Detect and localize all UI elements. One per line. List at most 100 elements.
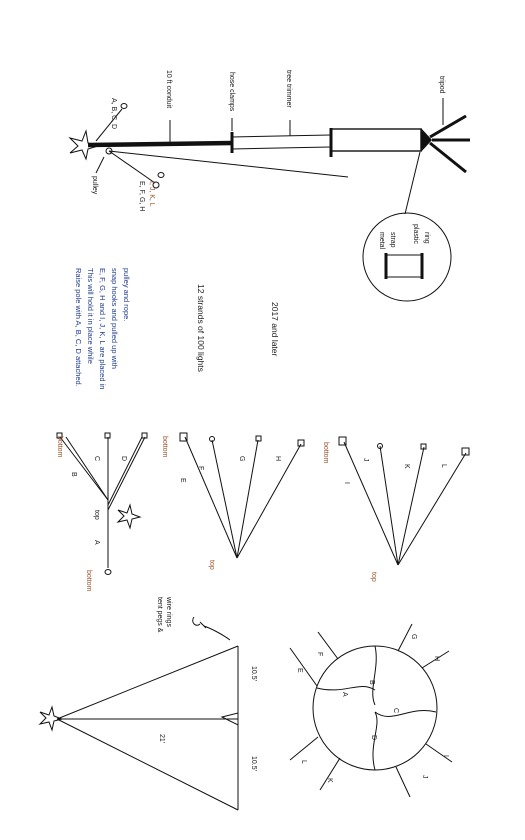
star-icon — [68, 129, 100, 161]
efgh-bulb-3 — [255, 435, 262, 442]
ijkl-strand-1 — [343, 441, 399, 566]
ijkl-bottom: bottom — [322, 442, 329, 464]
instruction-line-4: snap hooks and pulled up with — [110, 268, 119, 369]
abcd-b-strand — [65, 436, 109, 501]
circle-letter-j: J — [421, 775, 428, 779]
circle-letter-e: E — [296, 668, 303, 673]
lower-section — [330, 128, 422, 152]
peg-hook-icon — [192, 616, 207, 629]
ijkl-letter-l: L — [440, 464, 447, 468]
year-label: 2017 and later — [270, 302, 280, 357]
abcd-ring-line — [95, 108, 123, 142]
ijkl-letter-k: K — [403, 464, 410, 469]
efgh-top: top — [208, 560, 215, 570]
ijkl-ring — [157, 172, 165, 178]
circle-letter-i: I — [442, 755, 449, 757]
efgh-label: E, F, G, H — [138, 181, 145, 211]
efgh-ring — [152, 181, 160, 189]
circle-letter-b: B — [368, 680, 375, 685]
ring-label: ring — [423, 232, 430, 244]
efgh-letter-h: H — [274, 456, 281, 461]
spoke-h — [421, 650, 450, 669]
bulb-2 — [104, 432, 111, 439]
hose-clamps-label: hose clamps — [228, 72, 235, 112]
spoke-j — [395, 766, 411, 798]
strap-ring-box — [385, 254, 423, 278]
circle-layout: A B C D E F G H I J K L — [289, 623, 453, 798]
tree-trimmer-label: tree trimmer — [285, 70, 292, 108]
tripod — [421, 128, 432, 152]
ijkl-strand-2 — [379, 445, 399, 566]
abcd-bottom-right: bottom — [56, 436, 63, 458]
abcd-d-strand — [107, 436, 146, 511]
abcd-c-strand-2 — [107, 436, 143, 506]
efgh-letter-f: F — [197, 466, 204, 470]
circle-letter-k: K — [326, 778, 333, 783]
tripod-leg-top — [429, 114, 467, 139]
trimmer-bottom-edge — [231, 146, 331, 150]
abcd-letter-b: B — [70, 472, 77, 477]
pulley-rope-return — [108, 150, 156, 184]
spoke-g — [397, 623, 413, 652]
tripod-leg-bottom — [429, 141, 467, 174]
ijkl-top: top — [370, 572, 377, 582]
instruction-line-2: This will hold it in place while — [86, 268, 95, 364]
strands-label: 12 strands of 100 lights — [196, 284, 206, 372]
efgh-bulb-2 — [209, 436, 215, 442]
circle-letter-f: F — [316, 652, 323, 656]
metal-label: metal — [378, 232, 385, 250]
efgh-letter-g: G — [238, 456, 245, 461]
efgh-hook-icon — [179, 432, 188, 442]
conduit-pole — [87, 140, 233, 148]
pulley-label: pulley — [91, 176, 98, 195]
spoke-l — [289, 736, 319, 761]
instructions: Raise pole with A, B, C, D attached. Thi… — [74, 268, 280, 389]
peg-note-line-2: wire rings — [165, 596, 172, 627]
trimmer-top-edge — [231, 134, 331, 138]
bulb-3 — [141, 432, 148, 439]
ijkl-strand-3 — [397, 446, 425, 566]
efgh-strand-1 — [184, 436, 238, 559]
ijkl-strand-4 — [397, 452, 467, 566]
spoke-i — [425, 743, 453, 763]
ring-detail-circle — [362, 212, 452, 302]
instruction-line-1: Raise pole with A, B, C, D attached. — [74, 268, 83, 387]
bulb-1 — [56, 432, 63, 439]
abcd-bottom-left: bottom — [85, 570, 92, 592]
ijkl-label: I, J, K, L — [148, 181, 155, 207]
efgh-strand-2 — [211, 439, 238, 559]
strap-label: strap — [389, 232, 396, 248]
ring-detail: metal strap plastic ring — [362, 151, 452, 302]
abcd-letter-a: A — [93, 540, 100, 545]
circle-letter-h: H — [433, 656, 440, 661]
ijkl-bulb-4 — [461, 447, 470, 456]
tent-triangle: 21' 10.5' 10.5' tent pegs & wire rings — [38, 596, 257, 811]
abcd-ring — [120, 103, 128, 109]
circle-letter-c: C — [392, 708, 399, 713]
ijkl-letter-i: I — [343, 482, 350, 484]
efgh-strand-3 — [236, 439, 259, 559]
circle-letter-l: L — [300, 760, 307, 764]
tent-side-a-label: 10.5' — [250, 666, 257, 681]
abcd-label: A, B, C, D — [110, 98, 117, 129]
spoke-f — [317, 631, 339, 660]
strand-group-abcd: bottom bottom top A B C D — [56, 432, 148, 592]
tent-side-bottom — [56, 718, 239, 811]
ijkl-bulb-2 — [377, 443, 383, 449]
peg-note-line-1: tent pegs & — [156, 597, 163, 633]
abcd-letter-c: C — [93, 456, 100, 461]
tent-star-icon — [38, 705, 64, 732]
instruction-line-3: E, F, G, H and I, J, K, L are placed in — [98, 268, 107, 389]
layout-circle — [312, 645, 438, 771]
ijkl-letter-j: J — [362, 458, 369, 462]
pulley-rope — [108, 150, 349, 178]
divider-top — [316, 686, 376, 691]
tent-center-peg — [220, 712, 239, 726]
divider-bottom — [374, 710, 437, 717]
abcd-letter-d: D — [120, 456, 127, 461]
circle-letter-a: A — [341, 692, 348, 697]
pulley-leader — [95, 156, 105, 174]
abcd-star-icon — [116, 503, 142, 530]
ijkl-bulb-3 — [420, 443, 427, 450]
